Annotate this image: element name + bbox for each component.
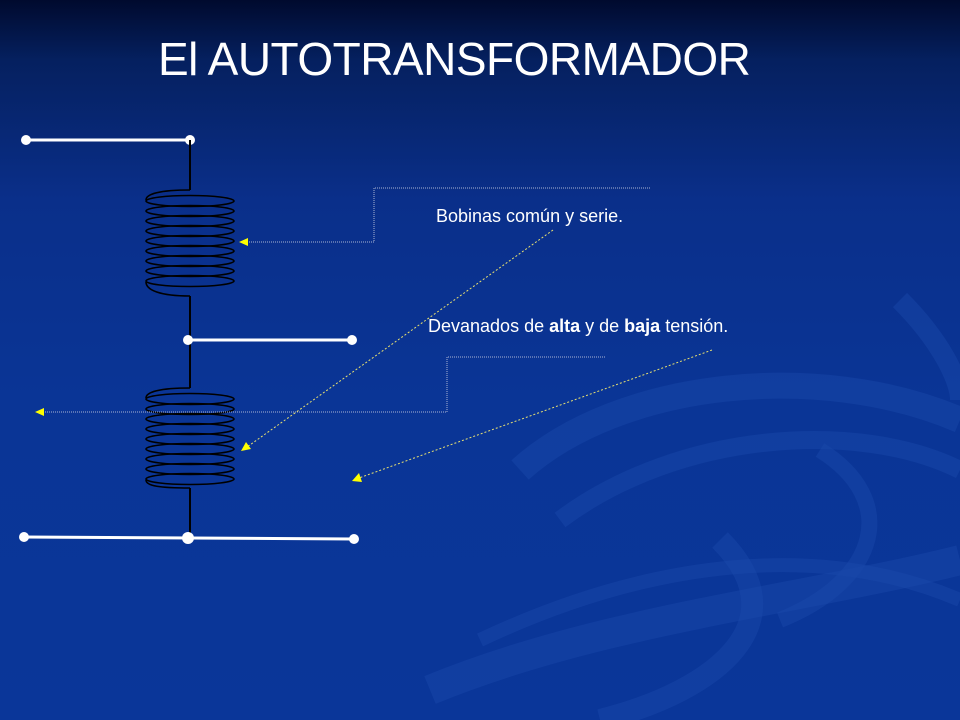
callout-line-windings — [42, 356, 605, 413]
label-coils: Bobinas común y serie. — [436, 206, 624, 226]
callout-line-coils — [246, 187, 650, 243]
terminal-top-left — [21, 135, 31, 145]
arrowhead-coils-lower — [241, 442, 251, 451]
terminal-bottom-left — [19, 532, 29, 542]
arrowhead-coils-upper — [239, 238, 248, 246]
arrowhead-windings-left — [35, 408, 44, 416]
label-windings-part3: tensión. — [660, 316, 729, 336]
series-coil — [145, 189, 235, 297]
terminal-middle-right — [347, 335, 357, 345]
arrow-coils-lower — [246, 229, 554, 448]
label-windings: Devanados de alta y de baja tensión. — [428, 316, 728, 337]
terminal-bottom-right — [349, 534, 359, 544]
arrow-windings-low — [358, 349, 713, 479]
common-coil — [145, 387, 235, 489]
label-windings-part2: y de — [580, 316, 625, 336]
label-windings-part1: Devanados de — [428, 316, 550, 336]
terminal-bottom-center — [182, 532, 194, 544]
label-windings-low: baja — [624, 316, 661, 336]
label-windings-high: alta — [549, 316, 581, 336]
arrowhead-windings-low — [352, 473, 362, 482]
page-title: El AUTOTRANSFORMADOR — [158, 33, 751, 85]
terminal-middle-left — [183, 335, 193, 345]
